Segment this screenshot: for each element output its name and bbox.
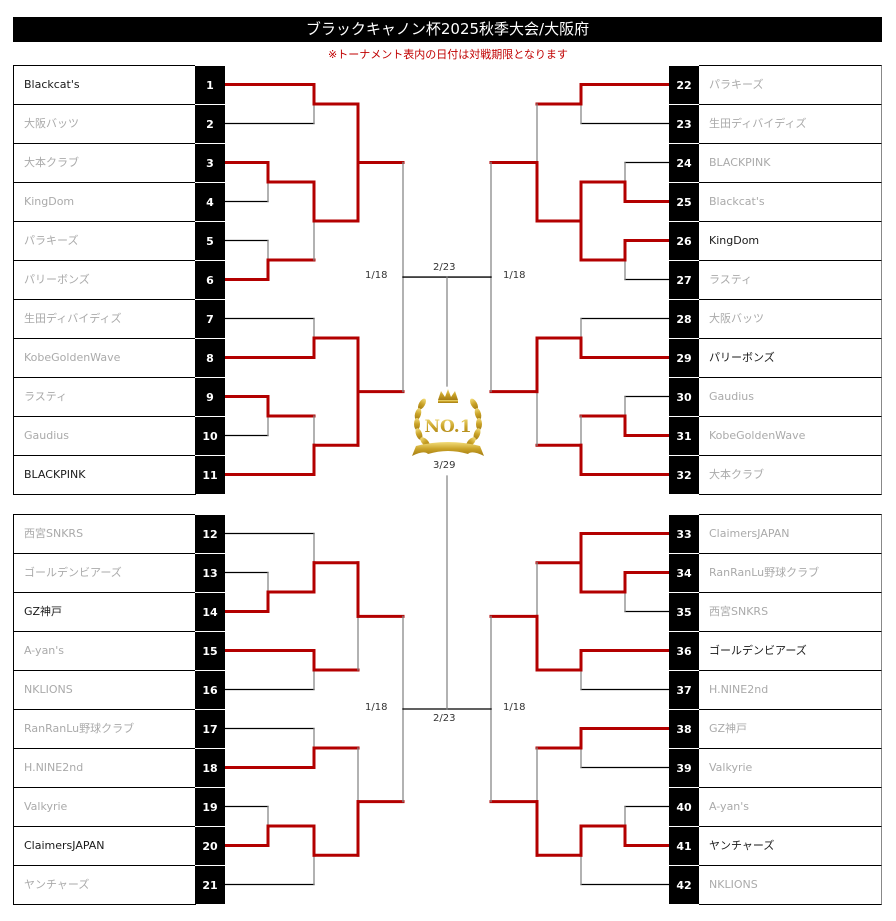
seed-number: 39	[669, 748, 699, 787]
team-name: BLACKPINK	[699, 143, 882, 182]
team-name: NKLIONS	[699, 865, 882, 905]
seed-number: 7	[195, 299, 225, 338]
seed-number: 16	[195, 670, 225, 709]
team-name: 大本クラブ	[699, 455, 882, 495]
seed-number: 38	[669, 709, 699, 748]
semifinal-date-bottom: 2/23	[433, 713, 456, 724]
team-name: ラスティ	[13, 377, 196, 416]
seed-number: 21	[195, 865, 225, 904]
team-name: 西宮SNKRS	[699, 592, 882, 631]
team-name: A-yan's	[13, 631, 196, 670]
seed-number: 29	[669, 338, 699, 377]
round-date-bl: 1/18	[365, 702, 388, 713]
seed-number: 10	[195, 416, 225, 455]
seed-number: 18	[195, 748, 225, 787]
seed-number: 15	[195, 631, 225, 670]
seed-number: 11	[195, 455, 225, 494]
team-name: 大阪バッツ	[13, 104, 196, 143]
seed-number: 8	[195, 338, 225, 377]
seed-number: 14	[195, 592, 225, 631]
team-name: BLACKPINK	[13, 455, 196, 495]
team-name: KingDom	[13, 182, 196, 221]
seed-number: 13	[195, 553, 225, 592]
team-name: ゴールデンビアーズ	[13, 553, 196, 592]
team-name: KobeGoldenWave	[13, 338, 196, 377]
seed-number: 17	[195, 709, 225, 748]
seed-number: 1	[195, 65, 225, 104]
team-name: RanRanLu野球クラブ	[13, 709, 196, 748]
round-date-tr: 1/18	[503, 270, 526, 282]
team-name: ラスティ	[699, 260, 882, 299]
team-name: 生田ディバイディズ	[13, 299, 196, 338]
seed-number: 26	[669, 221, 699, 260]
team-name: KingDom	[699, 221, 882, 260]
team-name: ClaimersJAPAN	[13, 826, 196, 865]
seed-number: 30	[669, 377, 699, 416]
round-date-br: 1/18	[503, 702, 526, 713]
team-name: H.NINE2nd	[699, 670, 882, 709]
seed-number: 23	[669, 104, 699, 143]
team-name: GZ神戸	[699, 709, 882, 748]
seed-number: 37	[669, 670, 699, 709]
team-name: 生田ディバイディズ	[699, 104, 882, 143]
round-date-tl: 1/18	[365, 270, 388, 282]
team-name: H.NINE2nd	[13, 748, 196, 787]
seed-number: 42	[669, 865, 699, 904]
trophy-text: NO.1	[424, 417, 471, 437]
team-name: Gaudius	[699, 377, 882, 416]
seed-number: 41	[669, 826, 699, 865]
team-name: 西宮SNKRS	[13, 514, 196, 553]
seed-number: 24	[669, 143, 699, 182]
seed-number: 19	[195, 787, 225, 826]
seed-number: 6	[195, 260, 225, 299]
crown-laurel-icon: NO.1	[412, 389, 484, 456]
seed-number: 25	[669, 182, 699, 221]
team-name: Valkyrie	[699, 748, 882, 787]
seed-number: 40	[669, 787, 699, 826]
team-name: 大本クラブ	[13, 143, 196, 182]
seed-number: 34	[669, 553, 699, 592]
team-name: パラキーズ	[13, 221, 196, 260]
seed-number: 27	[669, 260, 699, 299]
team-name: 大阪バッツ	[699, 299, 882, 338]
seed-number: 12	[195, 514, 225, 553]
seed-number: 9	[195, 377, 225, 416]
seed-number: 35	[669, 592, 699, 631]
team-name: GZ神戸	[13, 592, 196, 631]
team-name: ヤンチャーズ	[699, 826, 882, 865]
team-name: Blackcat's	[699, 182, 882, 221]
team-name: ヤンチャーズ	[13, 865, 196, 905]
team-name: パラキーズ	[699, 65, 882, 104]
team-name: Valkyrie	[13, 787, 196, 826]
seed-number: 32	[669, 455, 699, 494]
semifinal-date-top: 2/23	[433, 262, 456, 274]
seed-number: 20	[195, 826, 225, 865]
team-name: ClaimersJAPAN	[699, 514, 882, 553]
team-name: KobeGoldenWave	[699, 416, 882, 455]
team-name: Gaudius	[13, 416, 196, 455]
team-name: A-yan's	[699, 787, 882, 826]
seed-number: 22	[669, 65, 699, 104]
seed-number: 5	[195, 221, 225, 260]
team-name: パリーボンズ	[13, 260, 196, 299]
seed-number: 2	[195, 104, 225, 143]
final-date: 3/29	[433, 460, 456, 471]
deadline-note: ※トーナメント表内の日付は対戦期限となります	[328, 48, 568, 61]
seed-number: 36	[669, 631, 699, 670]
seed-number: 28	[669, 299, 699, 338]
team-name: NKLIONS	[13, 670, 196, 709]
tournament-title: ブラックキャノン杯2025秋季大会/大阪府	[13, 17, 882, 42]
seed-number: 4	[195, 182, 225, 221]
seed-number: 3	[195, 143, 225, 182]
team-name: RanRanLu野球クラブ	[699, 553, 882, 592]
team-name: パリーボンズ	[699, 338, 882, 377]
seed-number: 31	[669, 416, 699, 455]
seed-number: 33	[669, 514, 699, 553]
team-name: ゴールデンビアーズ	[699, 631, 882, 670]
team-name: Blackcat's	[13, 65, 196, 104]
